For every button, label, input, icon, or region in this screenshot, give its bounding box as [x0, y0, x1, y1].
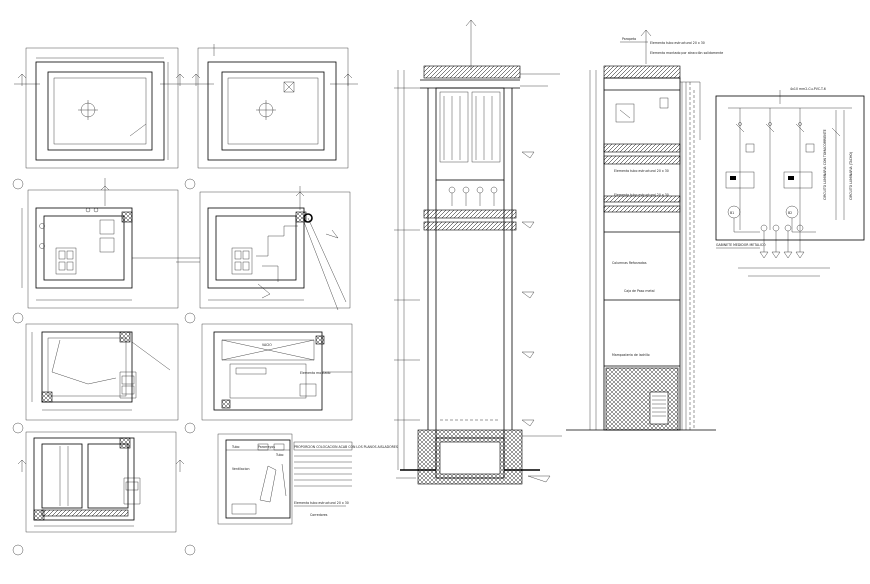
circuit-note-2: CIRCUITO LUMINARIA (TACHO)	[849, 152, 853, 200]
note-top-label: Elemento montado por atracción solidamen…	[650, 51, 723, 55]
corridor-note: Corredores	[310, 513, 328, 517]
plan-view-2	[186, 44, 358, 169]
plan-note-label: Elemento montado	[300, 371, 330, 375]
plan-view-6: VACIO Elemento montado	[201, 323, 353, 421]
axis-bubbles	[12, 178, 200, 556]
plan-view-7	[17, 431, 185, 533]
plan-view-3	[21, 178, 200, 309]
plan-small-label-3: Tubo	[275, 453, 284, 457]
tower-elevation-2: Elemento tubo estructural 20 x 30 Elemen…	[566, 29, 723, 431]
tower-elevation-1	[394, 19, 562, 485]
metal-box-label: Caja de Paso metal	[624, 289, 655, 293]
tube-note-bottom: Elemento tubo estructural 20 x 30	[294, 501, 349, 505]
plan-small-label-1: Tubo	[231, 445, 240, 449]
plan-view-1	[14, 47, 186, 169]
tube-mid-label-2: Elemento tubo estructural 20 x 30	[614, 193, 669, 197]
plan-view-8: Tubo Pararrayos Tubo Ventilacion PROPORC…	[217, 433, 398, 525]
cable-spec-label: 4x10 mm2-Cu-PVC-T-6	[790, 87, 826, 91]
parapet-label: Parapeto	[622, 37, 636, 41]
tube-mid-label-1: Elemento tubo estructural 20 x 30	[614, 169, 669, 173]
block-label: Columnas Reforzadas	[612, 261, 647, 265]
room-label: VACIO	[262, 343, 272, 347]
plan-view-4	[199, 186, 351, 311]
circuit-note-1: CIRCUITO LUMINARIA CON TOMACORRIENTE	[823, 129, 827, 200]
plan-view-5	[25, 323, 179, 421]
b2-label: B2	[788, 211, 792, 215]
plan-title-note: PROPORCION COLOCACION ACAB CON LOS PLANO…	[294, 445, 398, 449]
bottom-note: GABINETE MEDIDOR METALICO	[716, 243, 766, 247]
electrical-schematic: 4x10 mm2-Cu-PVC-T-6 B1 B2 CIRCUITO LUMIN…	[715, 87, 865, 277]
b1-label: B1	[730, 211, 734, 215]
tube-top-label: Elemento tubo estructural 20 x 30	[650, 41, 705, 45]
plan-small-label-4: Ventilacion	[232, 467, 250, 471]
base-label: Mamposteria de ladrillo	[612, 353, 650, 357]
plan-small-label-2: Pararrayos	[258, 445, 275, 449]
